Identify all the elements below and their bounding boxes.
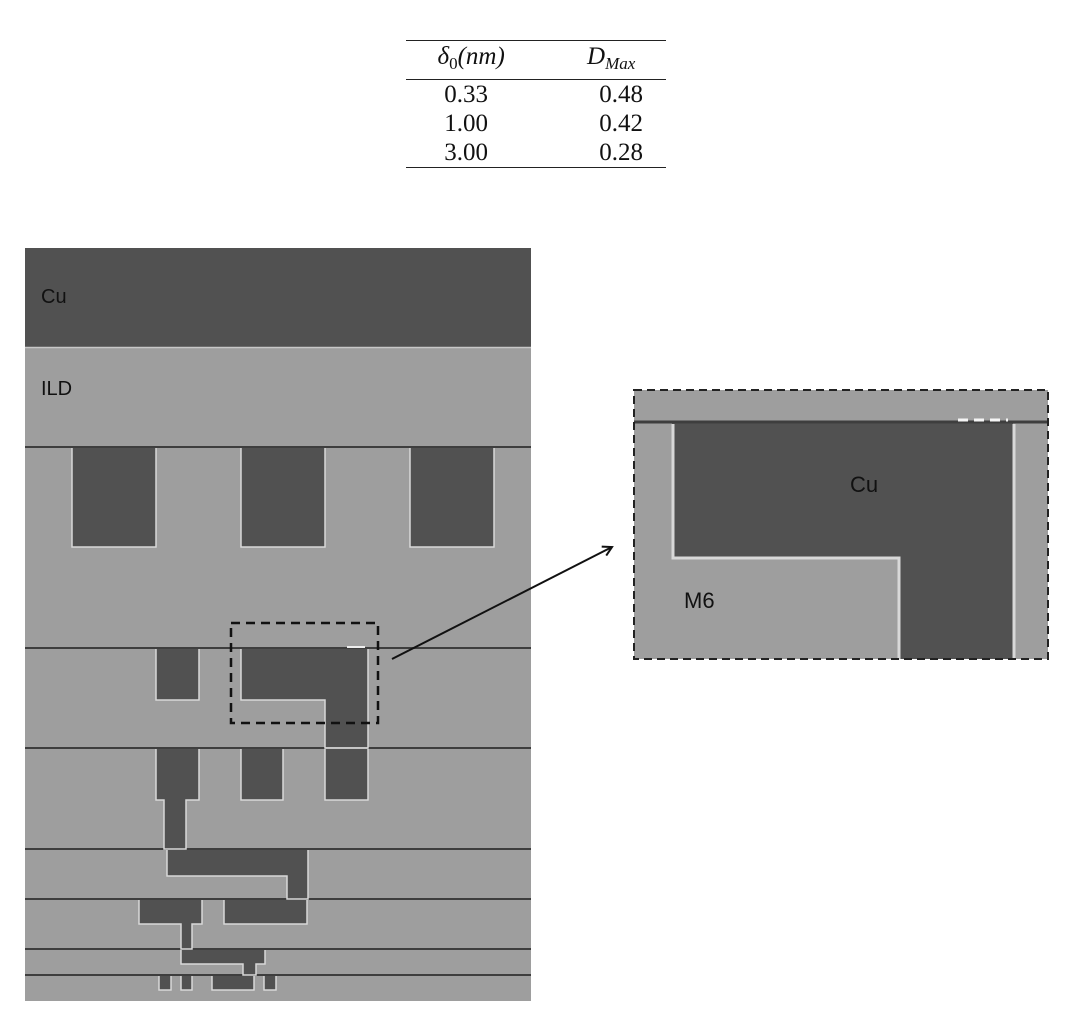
label-top-cu: Cu	[41, 286, 67, 308]
cell-delta0: 0.33	[444, 81, 489, 108]
lower-metal-structures	[138, 850, 309, 991]
zoom-region-box	[229, 621, 380, 725]
cell-dmax: 0.48	[599, 81, 644, 108]
cell-dmax: 0.28	[599, 139, 644, 166]
inset-copper-region	[672, 422, 1013, 659]
cell-delta0: 3.00	[444, 139, 489, 166]
header-dmax: DMax	[587, 43, 636, 73]
table-row: 0.33 0.48	[406, 80, 666, 110]
ild-background	[25, 248, 531, 1001]
upper-metal-lines	[71, 448, 495, 548]
level-interface-lines	[25, 446, 531, 976]
inset-label-m6: M6	[684, 588, 715, 613]
parameter-table-container: δ0(nm) DMax 0.33 0.48 1.00 0.42 3.00 0.2…	[406, 40, 666, 168]
parameter-table: δ0(nm) DMax 0.33 0.48 1.00 0.42 3.00 0.2…	[406, 40, 666, 168]
zoom-arrow	[391, 547, 612, 660]
table-row: 1.00 0.42	[406, 109, 666, 138]
inset-magnified-view: Cu M6	[633, 389, 1049, 660]
cross-section-diagram: Cu ILD	[25, 248, 531, 1001]
inset-label-cu: Cu	[850, 472, 878, 497]
top-copper-layer	[25, 248, 531, 347]
header-delta0: δ0(nm)	[437, 43, 505, 73]
table-header-row: δ0(nm) DMax	[406, 40, 666, 80]
cell-delta0: 1.00	[444, 110, 489, 137]
table-row: 3.00 0.28	[406, 138, 666, 168]
label-ild: ILD	[41, 378, 72, 400]
inset-border	[633, 389, 1049, 660]
void-marker	[347, 646, 365, 648]
inset-liner	[671, 424, 1016, 659]
cell-dmax: 0.42	[599, 110, 644, 137]
